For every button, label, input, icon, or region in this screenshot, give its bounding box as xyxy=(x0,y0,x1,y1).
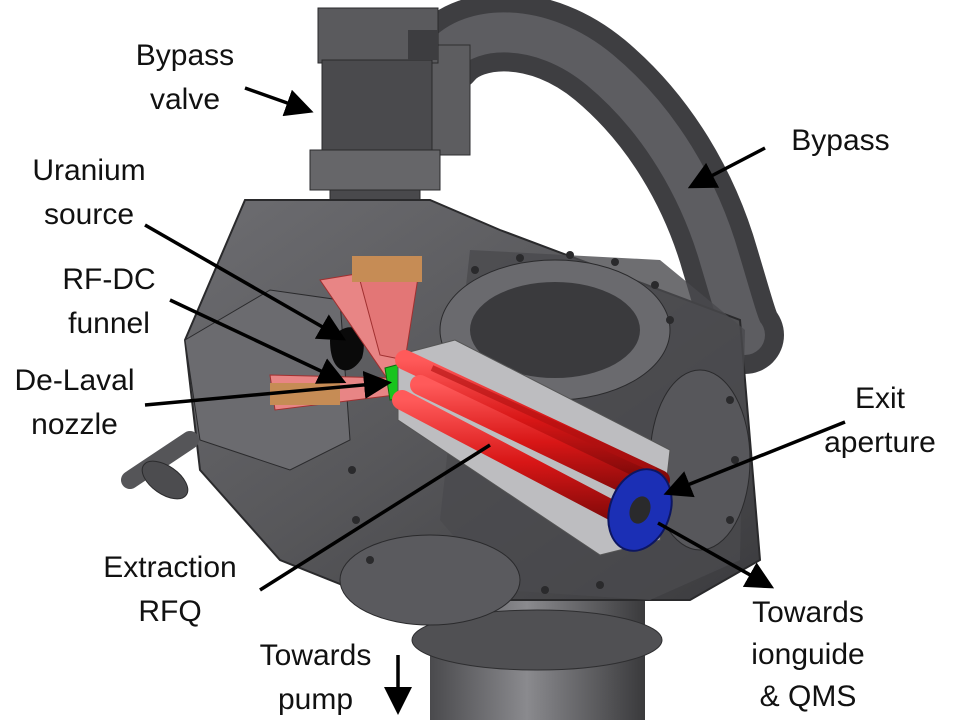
arrow-bypass-valve xyxy=(244,86,314,117)
arrow-bypass xyxy=(687,146,766,189)
arrow-towards-ionguide xyxy=(657,521,775,589)
label-bypass: Bypass xyxy=(791,124,890,157)
label-extraction-rfq: Extraction RFQ xyxy=(103,551,237,628)
funnel-disc-stack xyxy=(270,256,422,405)
label-de-laval-nozzle: De-Laval nozzle xyxy=(14,364,135,441)
source-flange xyxy=(121,289,351,500)
label-towards-pump: Towards pump xyxy=(259,639,372,716)
arrow-rf-dc-funnel xyxy=(169,298,347,384)
annotation-arrows xyxy=(144,86,846,715)
label-exit-aperture: Exit aperture xyxy=(824,382,936,459)
line-extraction-rfq xyxy=(259,443,491,592)
arrow-de-laval-nozzle xyxy=(144,370,392,407)
extraction-rfq-rods xyxy=(392,350,670,535)
arrow-exit-aperture xyxy=(663,420,846,498)
exit-aperture xyxy=(607,468,673,552)
arrow-uranium-source xyxy=(144,223,347,341)
label-rf-dc-funnel: RF-DC funnel xyxy=(62,263,156,340)
label-towards-ionguide-qms: Towards ionguide & QMS xyxy=(751,596,865,713)
label-uranium-source: Uranium source xyxy=(32,154,146,231)
label-bypass-valve: Bypass valve xyxy=(135,39,235,116)
